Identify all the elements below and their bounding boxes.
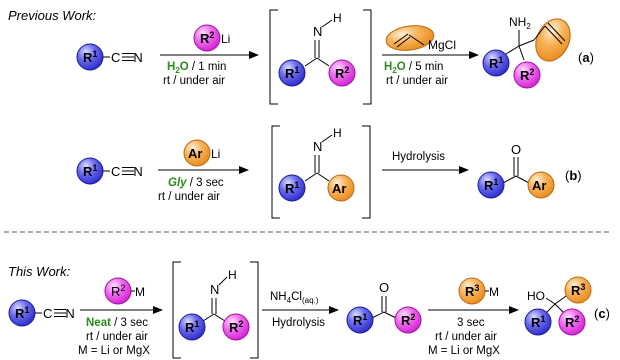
- ketone-intermediate-c: O R1 R2: [346, 280, 422, 334]
- svg-text:N: N: [313, 24, 322, 39]
- svg-text:R1: R1: [185, 319, 199, 335]
- svg-text:Ar: Ar: [188, 146, 202, 161]
- svg-text:Li: Li: [221, 32, 230, 46]
- r1-group-nitrile-c: R1: [8, 299, 36, 327]
- svg-text:R1: R1: [484, 177, 498, 193]
- svg-text:R1: R1: [15, 305, 29, 321]
- conditions-c3: 3 sec: [457, 317, 485, 329]
- svg-text:H: H: [333, 11, 342, 25]
- svg-text:N: N: [313, 139, 322, 154]
- svg-text:R1: R1: [285, 180, 299, 196]
- svg-text:R3: R3: [571, 282, 585, 298]
- conditions-c1: Neat / 3 sec: [86, 317, 148, 329]
- svg-text:M: M: [135, 285, 145, 299]
- svg-text:NH2: NH2: [509, 15, 531, 31]
- imine-intermediate-b: N H R1 Ar: [271, 125, 371, 219]
- svg-text:O: O: [511, 142, 521, 157]
- hydrolysis-c: Hydrolysis: [272, 317, 325, 329]
- svg-text:R3: R3: [465, 283, 479, 299]
- svg-text:R1: R1: [83, 49, 97, 65]
- hydrolysis-b: Hydrolysis: [392, 151, 445, 163]
- svg-text:R2: R2: [401, 312, 415, 328]
- previous-work-label: Previous Work:: [8, 8, 97, 23]
- tag-b: (b): [565, 168, 582, 183]
- r1-group-nitrile-a: R1: [76, 43, 104, 71]
- tag-c: (c): [594, 306, 610, 321]
- tertiary-alcohol-product: HO R3 R1 R2: [524, 276, 592, 336]
- conditions-a1: H2O / 1 min: [167, 61, 226, 75]
- svg-text:R2: R2: [111, 283, 125, 299]
- svg-text:R2: R2: [335, 65, 349, 81]
- conditions-a1-line2: rt / under air: [163, 75, 225, 87]
- svg-text:Ar: Ar: [332, 181, 346, 196]
- svg-text:N: N: [210, 282, 219, 297]
- this-work-label: This Work:: [8, 264, 71, 279]
- tag-a: (a): [578, 50, 594, 65]
- svg-text:HO: HO: [527, 289, 545, 303]
- svg-text:MgCl: MgCl: [428, 38, 456, 52]
- svg-text:R2: R2: [520, 67, 534, 83]
- svg-text:H: H: [333, 126, 342, 140]
- arli-reagent: Ar Li: [183, 139, 220, 167]
- allyl-mgcl-reagent: MgCl: [385, 25, 456, 52]
- svg-text:O: O: [379, 280, 389, 295]
- imine-intermediate-a: N H R1 R2: [269, 9, 372, 105]
- conditions-a2: H2O / 5 min: [384, 61, 443, 75]
- conditions-c1-line3: M = Li or MgX: [78, 345, 150, 357]
- svg-text:R1: R1: [489, 55, 503, 71]
- svg-text:R1: R1: [531, 314, 545, 330]
- conditions-b1: Gly / 3 sec: [168, 177, 224, 189]
- r2m-reagent: R2 M: [104, 277, 145, 305]
- conditions-c1-line2: rt / under air: [86, 331, 148, 343]
- svg-text:R2: R2: [200, 30, 214, 46]
- ketone-product-b: O R1 Ar: [477, 142, 555, 199]
- homoallylic-amine-product: NH2 R1 R2: [482, 15, 571, 89]
- svg-text:R2: R2: [565, 314, 579, 330]
- svg-text:M: M: [489, 285, 499, 299]
- nh4cl-reagent: NH4Cl(aq.): [270, 291, 319, 305]
- conditions-c3-line2: rt / under air: [435, 331, 497, 343]
- svg-text:R1: R1: [285, 65, 299, 81]
- svg-text:R1: R1: [353, 312, 367, 328]
- r1-group-nitrile-b: R1: [76, 157, 104, 185]
- conditions-c3-line3: M = Li or MgX: [428, 345, 500, 357]
- svg-text:R1: R1: [83, 163, 97, 179]
- conditions-b1-line2: rt / under air: [158, 191, 220, 203]
- svg-text:Li: Li: [211, 147, 220, 161]
- imine-intermediate-c: N H R1 R2: [172, 261, 259, 359]
- conditions-a2-line2: rt / under air: [386, 75, 448, 87]
- r2li-reagent-a: R2 Li: [193, 24, 230, 52]
- svg-text:H: H: [228, 268, 237, 282]
- svg-text:R2: R2: [229, 319, 243, 335]
- svg-text:Ar: Ar: [532, 178, 546, 193]
- r3m-reagent: R3 M: [458, 277, 499, 305]
